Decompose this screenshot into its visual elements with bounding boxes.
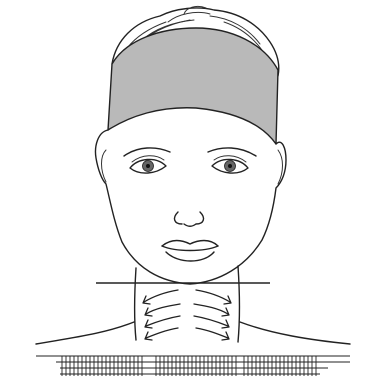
left-shoulder — [36, 322, 134, 344]
right-shoulder — [240, 322, 350, 344]
collar-grid-ticks — [62, 356, 316, 376]
headband — [108, 28, 278, 144]
lips — [162, 241, 218, 262]
nose — [175, 212, 204, 226]
right-eyebrow — [208, 148, 256, 156]
right-arrows — [194, 290, 231, 340]
right-eye — [212, 156, 248, 173]
left-eyebrow — [124, 148, 170, 156]
neck-right — [238, 266, 240, 342]
left-arrows — [143, 290, 180, 340]
left-eye — [130, 156, 166, 173]
collar-grid — [36, 356, 350, 374]
neck-left — [135, 268, 137, 340]
